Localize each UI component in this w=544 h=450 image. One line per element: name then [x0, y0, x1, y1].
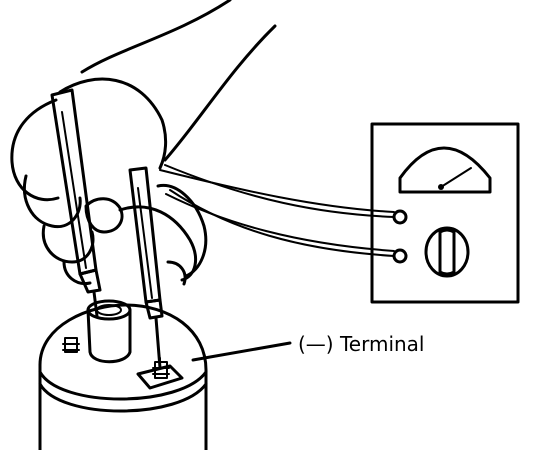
- meter-body: [370, 122, 520, 304]
- terminal-callout: (—) Terminal: [191, 332, 424, 362]
- multimeter-icon: [370, 122, 520, 304]
- negative-terminal: [136, 357, 184, 390]
- meter-gauge: [398, 146, 492, 194]
- selector-dial-icon: [424, 226, 470, 278]
- probe-right: [128, 166, 164, 370]
- probe-left: [50, 88, 102, 318]
- test-leads: [159, 164, 395, 257]
- test-probe-icon: [50, 88, 164, 370]
- ignition-coil-icon: [38, 299, 208, 450]
- coil-terminal-left: [62, 337, 80, 353]
- callout-leader-line: [191, 341, 292, 362]
- meter-jack-bottom: [392, 248, 408, 264]
- terminal-label: (—) Terminal: [298, 332, 424, 356]
- hand-icon: [10, 0, 277, 286]
- meter-jack-top: [392, 209, 408, 225]
